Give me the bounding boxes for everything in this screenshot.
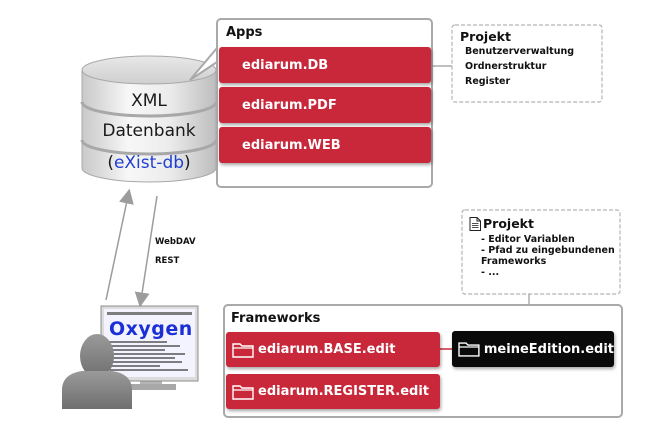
framework-project-button[interactable]: meineEdition.edit <box>452 331 614 367</box>
screen-content-icon <box>107 312 192 371</box>
project-note-bottom-header: Projekt <box>469 216 534 231</box>
rest-label: REST <box>155 256 180 266</box>
project-note-bottom-item: - Editor Variablen <box>481 234 575 245</box>
app-ediarum-db-button[interactable]: ediarum.DB <box>219 47 431 83</box>
user-icon <box>62 334 132 409</box>
webdav-label: WebDAV <box>155 237 196 247</box>
project-note-bottom-item: Frameworks <box>481 256 547 267</box>
folder-icon <box>232 384 254 400</box>
apps-title: Apps <box>226 25 263 40</box>
framework-register-button[interactable]: ediarum.REGISTER.edit <box>226 374 440 409</box>
project-note-top-title: Projekt <box>460 29 511 44</box>
project-note-top-list: Benutzerverwaltung Ordnerstruktur Regist… <box>465 44 574 89</box>
database-label-xml: XML <box>131 91 167 111</box>
project-note-top-item: Register <box>465 76 511 87</box>
project-note-bottom-list: - Editor Variablen - Pfad zu eingebunden… <box>481 234 615 278</box>
framework-register-label: ediarum.REGISTER.edit <box>258 384 429 399</box>
app-ediarum-pdf-label: ediarum.PDF <box>242 97 337 113</box>
framework-base-button[interactable]: ediarum.BASE.edit <box>226 332 440 367</box>
folder-icon <box>458 342 480 357</box>
framework-base-label: ediarum.BASE.edit <box>258 342 396 357</box>
frameworks-title: Frameworks <box>231 311 321 326</box>
project-note-top-item: Ordnerstruktur <box>465 61 547 72</box>
database-cylinder <box>80 55 218 183</box>
app-ediarum-db-label: ediarum.DB <box>242 57 329 73</box>
oxygen-label: Oxygen <box>109 318 193 340</box>
project-note-top-box <box>451 24 603 103</box>
project-note-bottom-item: - ... <box>481 267 500 278</box>
document-icon <box>469 216 481 231</box>
app-ediarum-pdf-button[interactable]: ediarum.PDF <box>219 87 431 123</box>
database-label-datenbank: Datenbank <box>102 121 196 141</box>
project-note-bottom-box <box>461 209 621 295</box>
database-label-engine: (eXist-db) <box>107 153 191 173</box>
project-note-top-item: Benutzerverwaltung <box>465 46 575 57</box>
folder-icon <box>232 342 254 358</box>
app-ediarum-web-label: ediarum.WEB <box>242 137 341 153</box>
exist-db-label: eXist-db <box>113 153 185 173</box>
framework-project-label: meineEdition.edit <box>483 341 614 357</box>
project-note-bottom-title: Projekt <box>483 216 534 231</box>
project-note-bottom-item: - Pfad zu eingebundenen <box>481 245 615 256</box>
app-ediarum-web-button[interactable]: ediarum.WEB <box>219 127 431 163</box>
